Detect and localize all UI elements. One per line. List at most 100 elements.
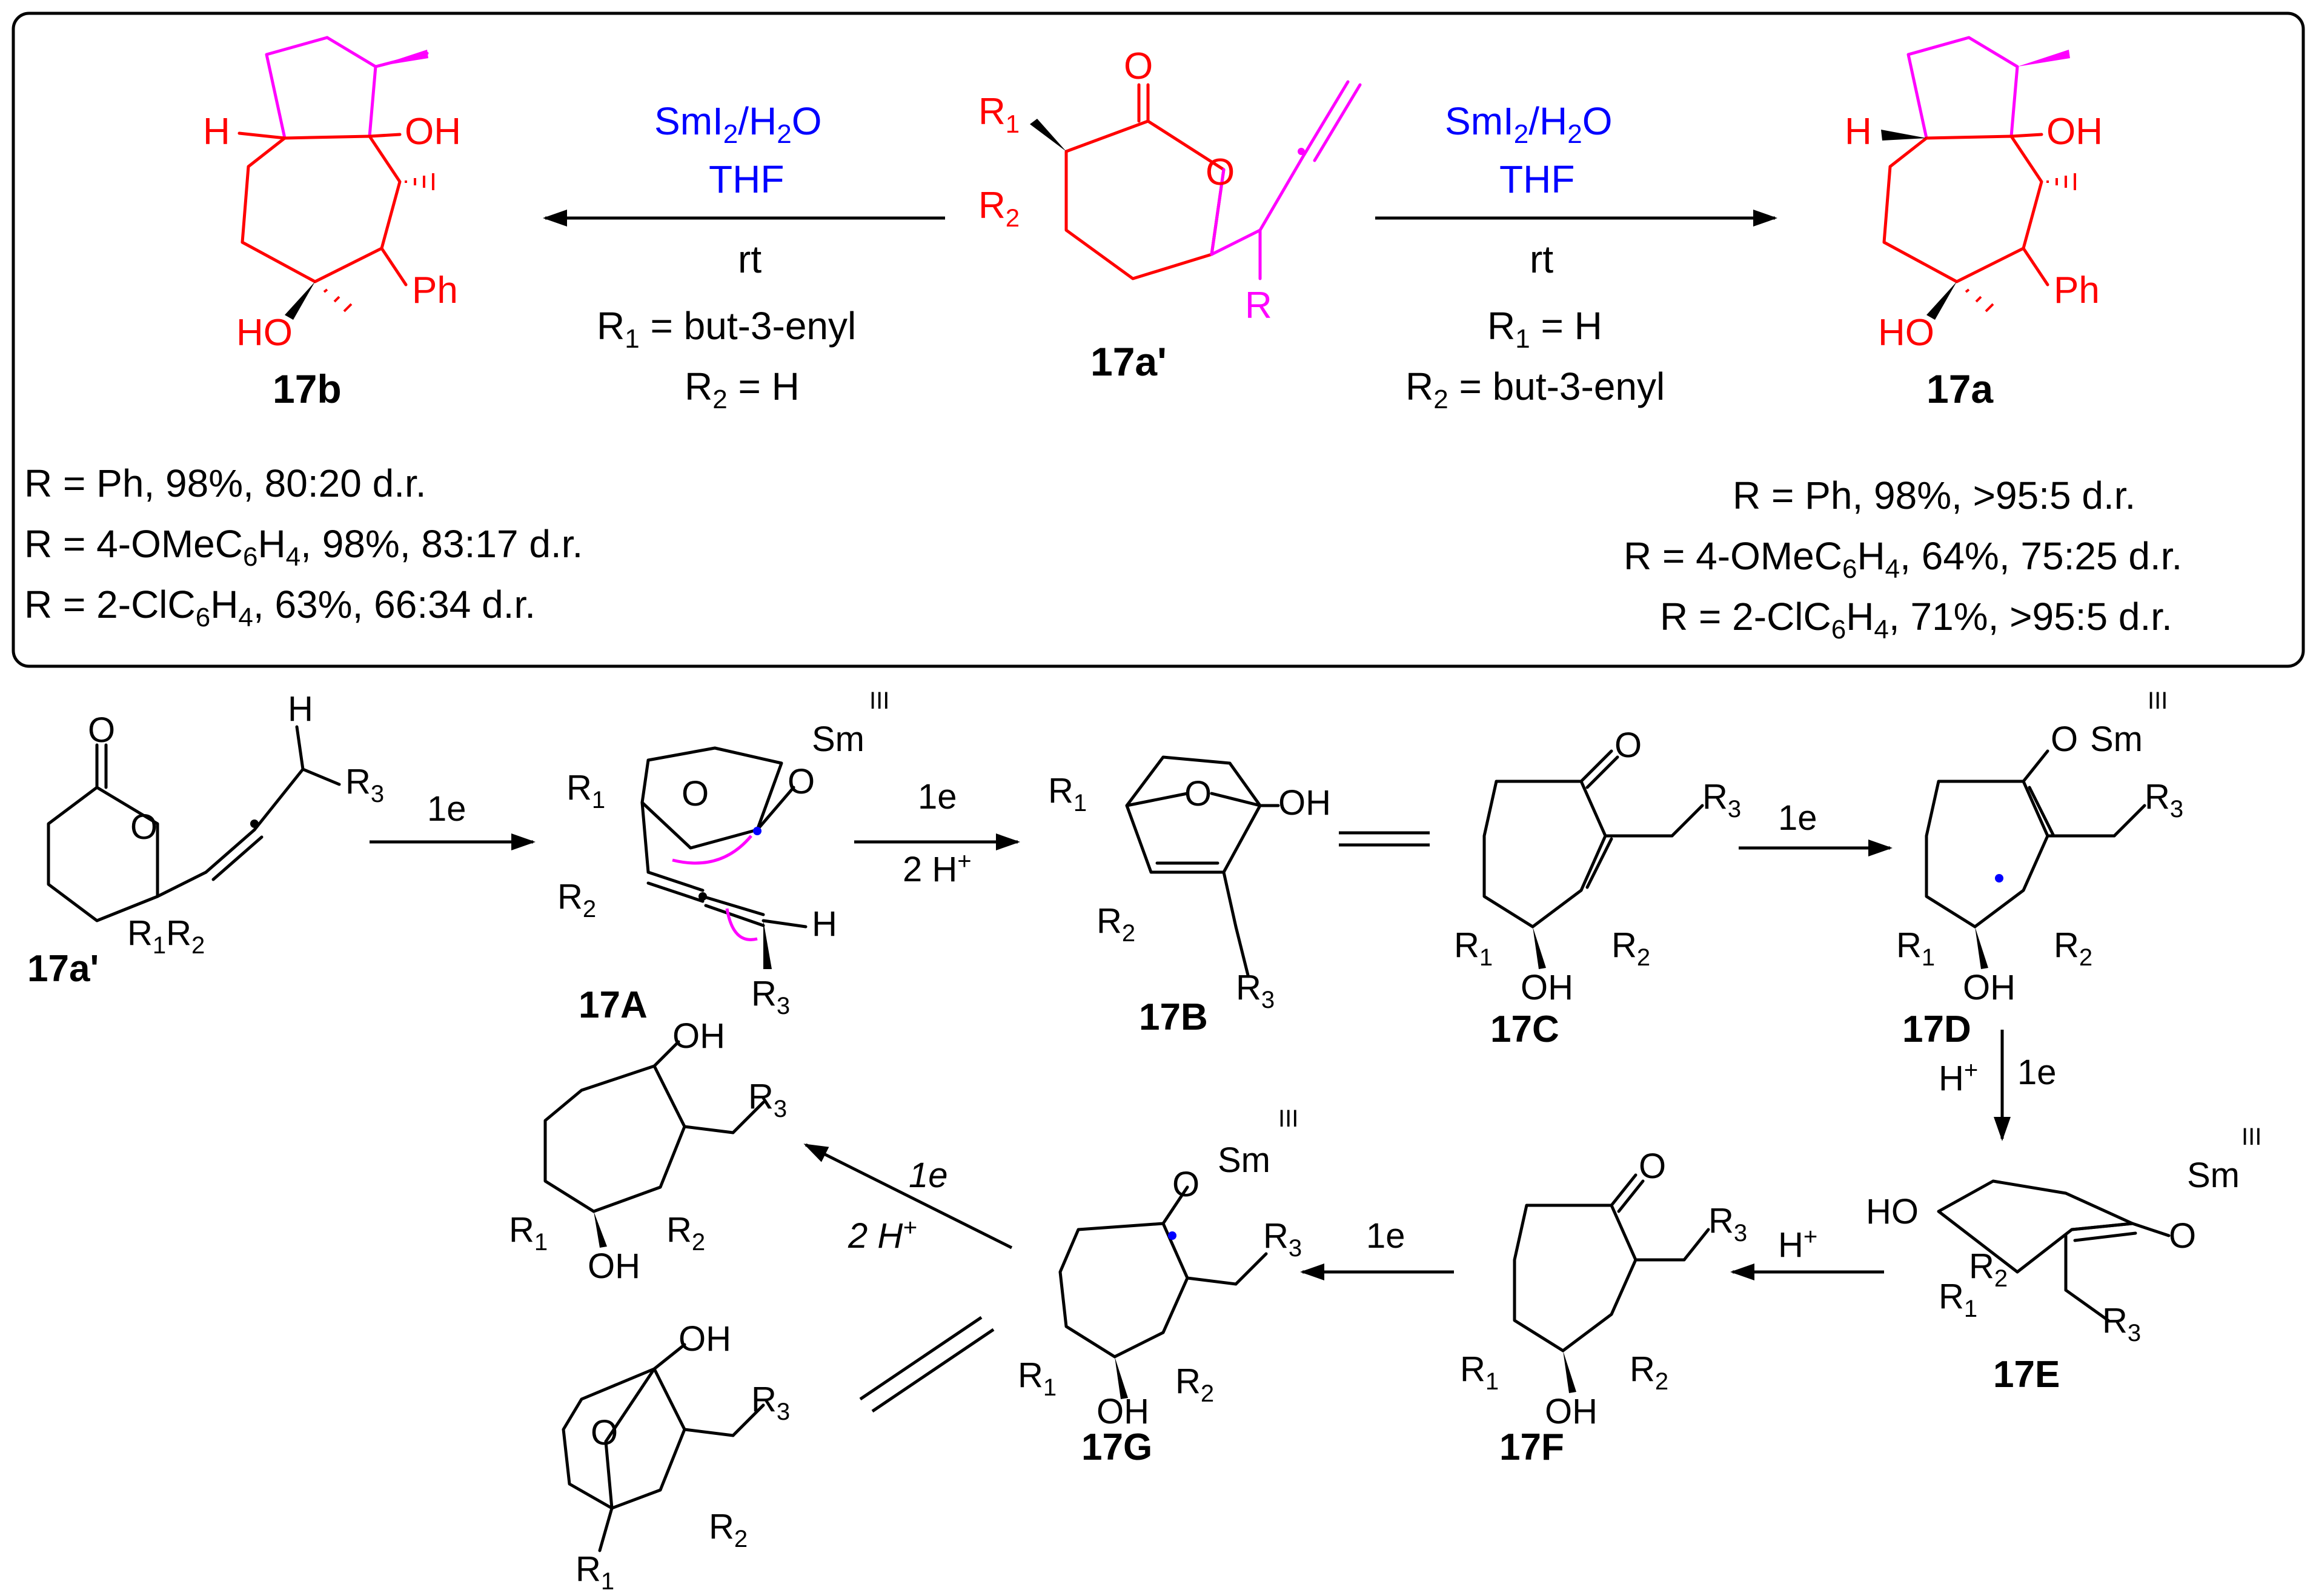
mech-diol-product: OH R3 R1 OH R2 <box>509 1016 787 1286</box>
atom-O-ring: O <box>1206 151 1235 193</box>
mech-17a-prime: O O H R3 R1R2 17a' <box>27 689 384 990</box>
svg-text:O: O <box>788 762 815 801</box>
step-1e-6: 1e <box>909 1156 948 1195</box>
svg-text:R2: R2 <box>2054 925 2092 971</box>
svg-text:III: III <box>869 687 889 714</box>
step-2H-1: 2 H+ <box>903 848 972 889</box>
svg-text:R1: R1 <box>509 1210 548 1256</box>
svg-text:OH: OH <box>1097 1392 1149 1431</box>
svg-text:R1: R1 <box>1048 771 1087 816</box>
svg-text:O: O <box>1172 1165 1199 1204</box>
svg-text:O: O <box>1639 1147 1666 1186</box>
atom-OH-17a: OH <box>2046 111 2103 153</box>
svg-text:R2: R2 <box>978 185 1020 232</box>
svg-text:R3: R3 <box>748 1077 787 1122</box>
svg-text:OH: OH <box>1521 968 1573 1007</box>
label-17F: 17F <box>1499 1426 1564 1468</box>
eq-arrow-2a <box>859 1316 983 1401</box>
svg-text:OH: OH <box>1278 783 1331 823</box>
svg-text:R3: R3 <box>1236 968 1275 1013</box>
result-right-1: R = Ph, 98%, >95:5 d.r. <box>1733 474 2135 517</box>
step-1e-2: 1e <box>918 777 957 816</box>
svg-text:OH: OH <box>672 1016 725 1056</box>
svg-text:O: O <box>2051 720 2078 759</box>
label-17a: 17a <box>1926 366 1994 411</box>
svg-text:OH: OH <box>1963 968 2016 1007</box>
label-17C: 17C <box>1490 1008 1559 1050</box>
svg-text:R1: R1 <box>1896 925 1935 971</box>
result-right-3: R = 2-ClC6H4, 71%, >95:5 d.r. <box>1660 595 2172 644</box>
svg-text:O: O <box>1184 774 1212 813</box>
solvent-left: THF <box>709 157 784 201</box>
step-1e-5: 1e <box>1366 1216 1405 1256</box>
svg-text:R3: R3 <box>751 1380 790 1425</box>
svg-text:R2 = H: R2 = H <box>685 365 800 414</box>
solvent-right: THF <box>1499 157 1574 201</box>
svg-text:O: O <box>682 774 709 813</box>
step-Hplus-2: H+ <box>1778 1223 1817 1265</box>
svg-text:Sm: Sm <box>2187 1156 2240 1195</box>
svg-text:O: O <box>2169 1216 2196 1256</box>
label-17a-prime: 17a' <box>1090 339 1167 384</box>
svg-text:R3: R3 <box>751 974 790 1019</box>
svg-text:O: O <box>1614 726 1642 765</box>
mech-17A: R1 O O Sm III R2 H R3 17A <box>557 687 889 1026</box>
svg-text:R3: R3 <box>345 762 384 807</box>
mech-17F: O R3 R1 OH R2 17F <box>1460 1147 1747 1468</box>
mech-bicyclic-product: OH O R3 R2 R1 <box>562 1319 790 1595</box>
atom-Ph-17a: Ph <box>2054 270 2100 311</box>
svg-text:R1: R1 <box>1018 1356 1057 1401</box>
result-right-2: R = 4-OMeC6H4, 64%, 75:25 d.r. <box>1624 534 2182 584</box>
svg-text:H: H <box>812 904 837 944</box>
svg-text:R2: R2 <box>1611 925 1650 971</box>
svg-text:R2: R2 <box>666 1210 705 1256</box>
svg-text:R3: R3 <box>2145 777 2183 823</box>
results-left: R = Ph, 98%, 80:20 d.r. R = 4-OMeC6H4, 9… <box>24 462 583 632</box>
atom-H-17a: H <box>1845 111 1872 153</box>
svg-text:O: O <box>88 710 115 750</box>
label-17B: 17B <box>1139 996 1208 1038</box>
result-left-3: R = 2-ClC6H4, 63%, 66:34 d.r. <box>24 583 536 632</box>
svg-text:III: III <box>2241 1124 2261 1150</box>
atom-R: R <box>1245 285 1272 326</box>
svg-text:Sm: Sm <box>812 720 864 759</box>
structure-17a-prime: O O R1 R2 R 17a' <box>978 45 1362 384</box>
svg-text:OH: OH <box>1545 1392 1598 1431</box>
svg-text:R2: R2 <box>709 1507 748 1552</box>
svg-text:R3: R3 <box>1702 777 1741 823</box>
svg-text:R3: R3 <box>2102 1301 2141 1346</box>
svg-text:III: III <box>1278 1105 1298 1132</box>
svg-text:R2: R2 <box>1097 901 1135 947</box>
svg-text:OH: OH <box>588 1247 640 1286</box>
svg-text:H: H <box>288 689 313 729</box>
step-2H-2: 2 H+ <box>848 1214 917 1256</box>
svg-text:R1 = H: R1 = H <box>1487 304 1602 354</box>
results-right: R = Ph, 98%, >95:5 d.r. R = 4-OMeC6H4, 6… <box>1624 474 2182 644</box>
svg-text:R2 = but-3-enyl: R2 = but-3-enyl <box>1405 365 1665 414</box>
svg-text:R1: R1 <box>1454 925 1493 971</box>
svg-text:HO: HO <box>1866 1192 1919 1231</box>
label-17E: 17E <box>1993 1354 2060 1396</box>
svg-text:III: III <box>2148 687 2168 714</box>
label-17A: 17A <box>579 984 648 1026</box>
step-1e-1: 1e <box>427 789 466 829</box>
svg-text:R1R2: R1R2 <box>127 913 205 959</box>
svg-text:R3: R3 <box>1263 1216 1302 1262</box>
svg-text:R2: R2 <box>1969 1247 2008 1292</box>
structure-17a: H OH Ph HO 17a <box>1845 36 2103 411</box>
svg-text:R2: R2 <box>1630 1349 1668 1395</box>
svg-text:Sm: Sm <box>1218 1141 1270 1180</box>
top-panel-border <box>12 12 2305 668</box>
atom-Ph: Ph <box>412 270 458 311</box>
mech-17C: O R3 R1 OH R2 17C <box>1454 726 1741 1050</box>
atom-H: H <box>203 111 230 153</box>
svg-text:O: O <box>591 1413 618 1452</box>
mech-17G: O Sm III R3 R1 OH R2 17G <box>1018 1105 1302 1468</box>
svg-text:SmI2/H2O: SmI2/H2O <box>654 99 822 149</box>
atom-HO: HO <box>236 312 293 354</box>
eq-arrow-2b <box>871 1328 995 1413</box>
svg-text:R1: R1 <box>576 1549 614 1595</box>
svg-text:R1: R1 <box>978 91 1020 138</box>
svg-text:R2: R2 <box>557 877 596 922</box>
